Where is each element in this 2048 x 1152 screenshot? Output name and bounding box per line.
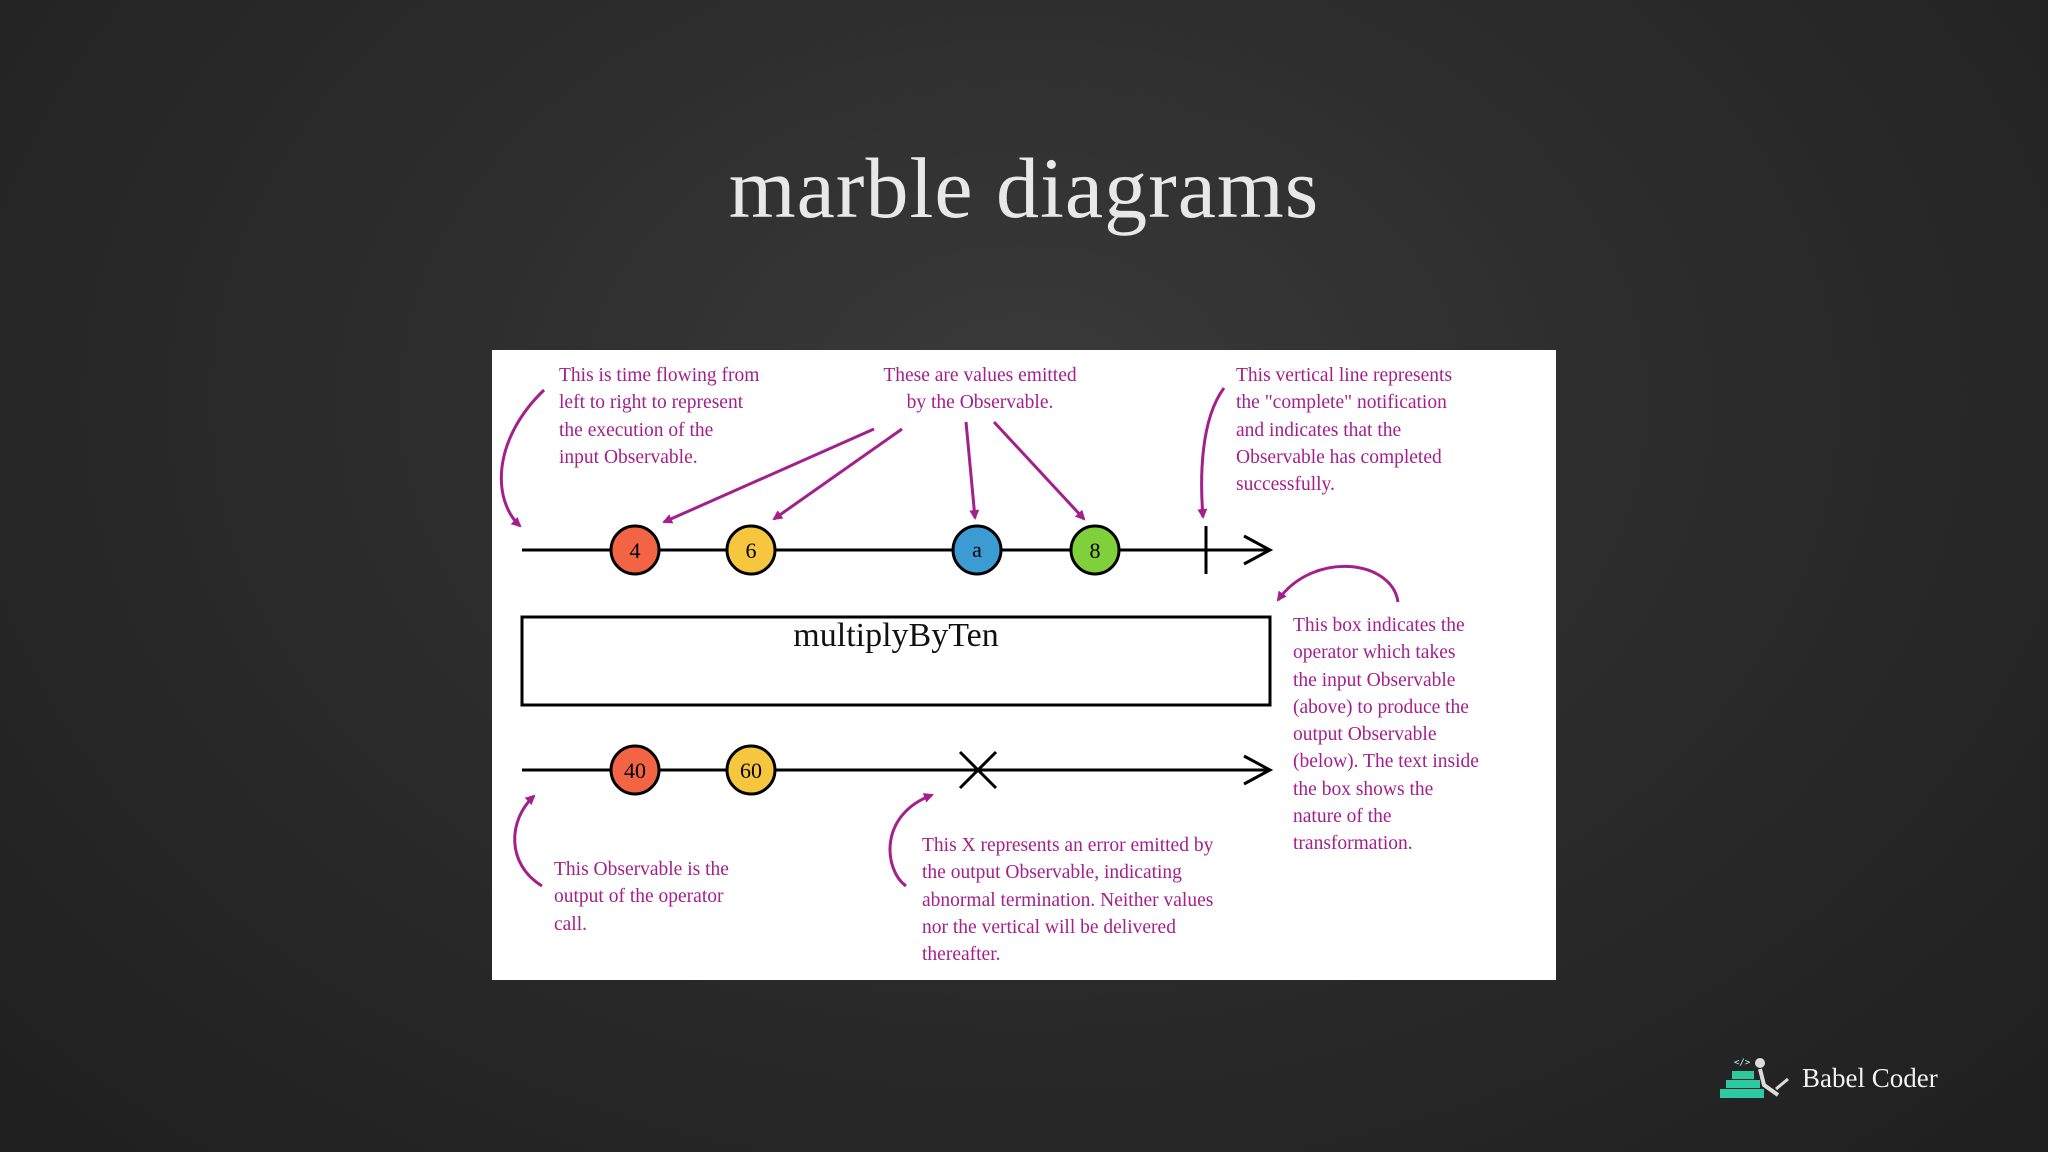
output-marble-label: 40 [624, 758, 646, 783]
operator-box [520, 615, 1272, 707]
error-arrow [888, 793, 934, 888]
complete-arrow [1197, 387, 1226, 519]
output-marble-label: 60 [740, 758, 762, 783]
output-timeline-arrowhead [1243, 754, 1274, 786]
time-annotation: This is time flowing from left to right … [559, 365, 760, 468]
error-x-icon [958, 750, 998, 790]
input-marble-label: 6 [746, 538, 757, 563]
output-annotation: This Observable is the output of the ope… [554, 859, 729, 935]
input-marble-label: a [972, 537, 982, 562]
box-annotation: This box indicates the operator which ta… [1293, 615, 1479, 855]
input-marble-label: 4 [630, 538, 641, 563]
values-arrow-4 [662, 427, 875, 524]
complete-annotation: This vertical line represents the "compl… [1236, 365, 1453, 496]
input-marble-label: 8 [1090, 538, 1101, 563]
values-arrow-6 [772, 427, 903, 521]
babel-coder-logo-icon: </> [1720, 1058, 1789, 1098]
input-timeline-arrowhead [1243, 534, 1274, 566]
brand: </> Babel Coder [1718, 1055, 1938, 1101]
annotation-arrows [499, 387, 1400, 888]
input-marble [725, 524, 777, 576]
brand-name: Babel Coder [1802, 1062, 1938, 1093]
svg-text:</>: </> [1734, 1058, 1751, 1068]
output-marble [725, 744, 777, 796]
values-arrow-8 [992, 420, 1086, 521]
input-marble [609, 524, 661, 576]
input-marble [1069, 524, 1121, 576]
box-arrow [1276, 565, 1400, 603]
error-annotation: This X represents an error emitted by th… [922, 835, 1214, 966]
values-annotation: These are values emitted by the Observab… [883, 365, 1077, 414]
output-marble [609, 744, 661, 796]
output-arrow [513, 794, 543, 888]
marble-diagram: 4 6 a 8 40 60 [492, 350, 1556, 980]
values-arrow-a [964, 421, 980, 520]
marble-diagram-svg: 4 6 a 8 40 60 [499, 387, 1400, 888]
input-marble [951, 524, 1003, 576]
slide-title: marble diagrams [728, 140, 1320, 236]
operator-label: multiplyByTen [793, 617, 999, 654]
time-arrow [499, 388, 546, 528]
